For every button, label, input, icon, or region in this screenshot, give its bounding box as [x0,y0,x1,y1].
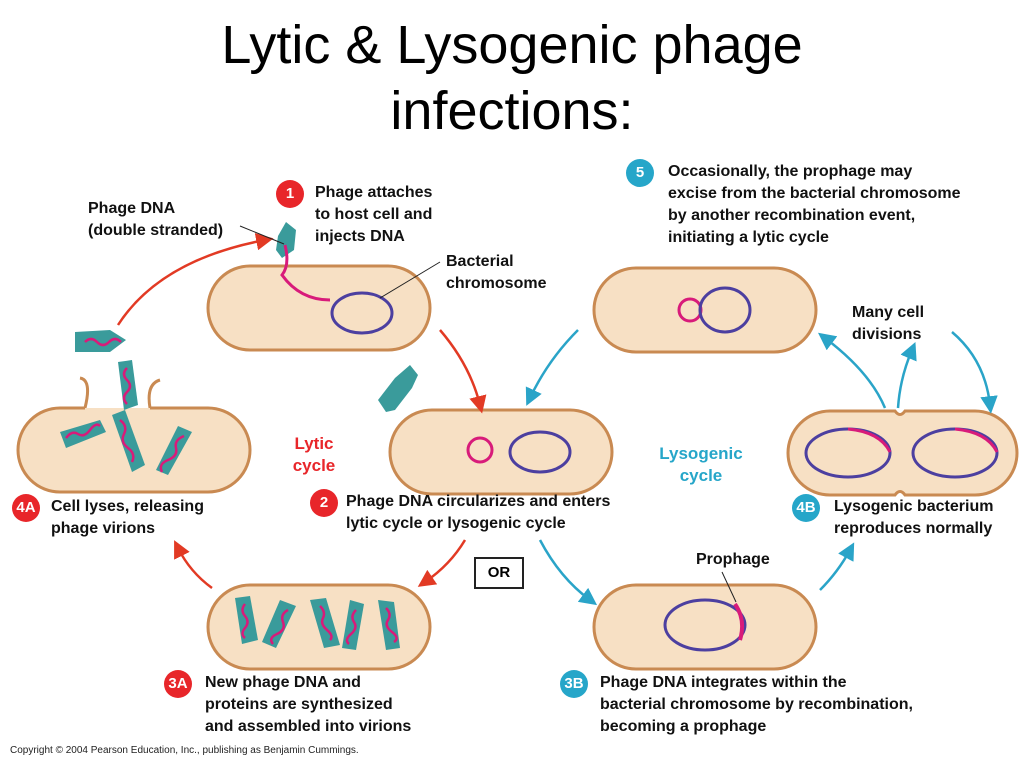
step-5-line: initiating a lytic cycle [668,229,829,246]
copyright-notice: Copyright © 2004 Pearson Education, Inc.… [10,745,359,756]
step-3a-badge: 3A [164,670,192,698]
arrow-division-up [896,341,917,409]
chromosome-top [330,291,394,335]
prophage-segment [733,602,745,641]
step-1-line: Phage attaches [315,184,433,201]
phage-dna-label-line: Phage DNA [88,200,176,217]
phages-released [60,330,192,475]
lysogenic-cycle-label: Lysogenic cycle [646,443,756,487]
step-2-badge: 2 [310,489,338,517]
step-3a-line: New phage DNA and [205,674,361,691]
step-5-badge: 5 [626,159,654,187]
phages-assembling [235,596,400,650]
step-5-line: by another recombination event, [668,207,916,224]
lytic-cycle-label-line: Lytic [294,434,334,453]
step-4b-line: Lysogenic bacterium [834,498,994,515]
step-4b-text: Lysogenic bacterium reproduces normally [834,496,993,540]
phage-dna-circle [466,436,494,464]
cell-lysing [79,376,161,409]
cell-center [388,408,614,496]
leader-phage-dna [239,225,285,245]
step-3b-text: Phage DNA integrates within the bacteria… [600,672,913,738]
step-4a-badge: 4A [12,494,40,522]
or-box: OR [474,557,524,589]
page-title-line2: infections: [390,81,634,141]
arrow-division-right [951,331,998,414]
many-cell-divisions-line: divisions [852,326,922,343]
step-4a-line: phage virions [51,520,156,537]
phage-dna-label: Phage DNA (double stranded) [88,198,223,242]
chromosome-excising [698,286,752,334]
step-3b-line: bacterial chromosome by recombination, [600,696,913,713]
step-4a-line: Cell lyses, releasing [51,498,204,515]
arrow-to-integrate [538,539,598,606]
cell-top [206,264,432,352]
arrow-to-synthesis [417,539,467,587]
arrow-to-lysis [174,540,213,590]
phage-dna-label-line: (double stranded) [88,222,224,239]
step-3a-line: and assembled into virions [205,718,412,735]
bacterial-chromosome-label: Bacterial chromosome [446,251,546,295]
arrow-to-reproduce [819,542,855,591]
step-3b-badge: 3B [560,670,588,698]
step-1-text: Phage attaches to host cell and injects … [315,182,432,248]
step-4a-text: Cell lyses, releasing phage virions [51,496,204,540]
page-title-line1: Lytic & Lysogenic phage [221,15,803,75]
step-1-line: injects DNA [315,228,405,245]
step-2-line: lytic cycle or lysogenic cycle [346,515,566,532]
step-2-line: Phage DNA circularizes and enters [346,493,611,510]
step-3b-line: becoming a prophage [600,718,767,735]
lytic-cycle-label-line: cycle [292,456,336,475]
prophage-label: Prophage [696,551,770,568]
step-1-line: to host cell and [315,206,433,223]
lytic-cycle-label: Lytic cycle [282,433,346,477]
step-5-line: excise from the bacterial chromosome [668,185,961,202]
step-3a-text: New phage DNA and proteins are synthesiz… [205,672,411,738]
lysogenic-cycle-label-line: Lysogenic [659,444,743,463]
chromosome-center [508,430,572,474]
step-2-text: Phage DNA circularizes and enters lytic … [346,491,610,535]
phage-free [378,365,418,412]
leader-chromosome [379,261,441,299]
many-cell-divisions-line: Many cell [852,304,925,321]
leader-prophage [721,571,737,603]
step-1-badge: 1 [276,180,304,208]
bacterial-chromosome-label-line: Bacterial [446,253,514,270]
phage-attaching [276,222,331,302]
lysogenic-cycle-label-line: cycle [679,466,723,485]
step-4b-badge: 4B [792,494,820,522]
arrow-excise-to-lytic [525,329,579,406]
arrow-division-left [818,332,887,409]
step-3b-line: Phage DNA integrates within the [600,674,847,691]
chromosome-prophage [663,598,747,652]
step-5-text: Occasionally, the prophage may excise fr… [668,161,961,249]
step-3a-line: proteins are synthesized [205,696,393,713]
arrow-lyse-to-attach [116,233,274,326]
cell-top-right [592,266,818,354]
cell-dividing [786,409,1019,497]
step-4b-line: reproduces normally [834,520,993,537]
cell-bottom-right [592,583,818,671]
arrow-attach-to-circularize [439,329,487,414]
many-cell-divisions-label: Many cell divisions [852,302,924,346]
step-5-line: Occasionally, the prophage may [668,163,913,180]
bacterial-chromosome-label-line: chromosome [446,275,547,292]
